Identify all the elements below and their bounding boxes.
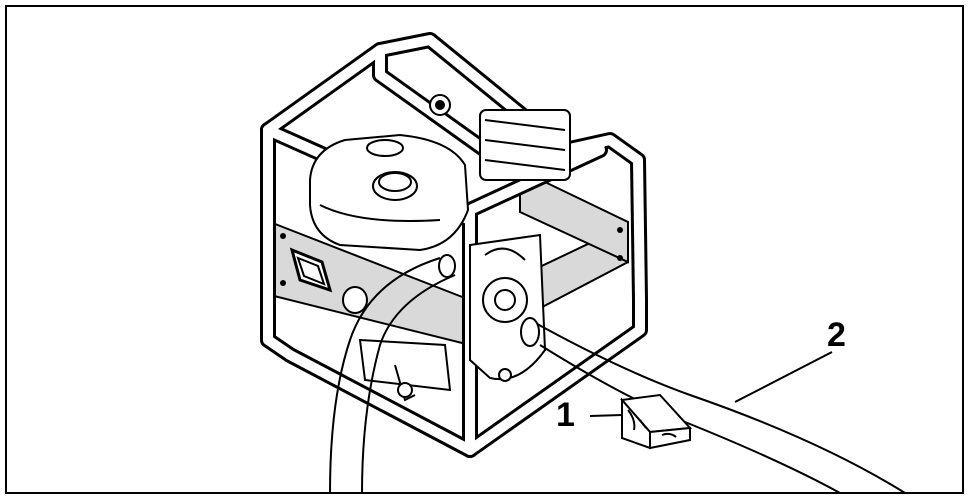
callout-1-leader bbox=[589, 414, 623, 417]
callout-2-leader bbox=[734, 351, 833, 403]
callout-2-label: 2 bbox=[827, 316, 846, 354]
discharge-hose bbox=[520, 317, 906, 494]
suction-hose bbox=[329, 254, 456, 494]
support-block bbox=[620, 393, 693, 450]
callout-1-label: 1 bbox=[556, 396, 575, 434]
figure-border bbox=[5, 5, 964, 494]
engine-base bbox=[358, 338, 452, 402]
